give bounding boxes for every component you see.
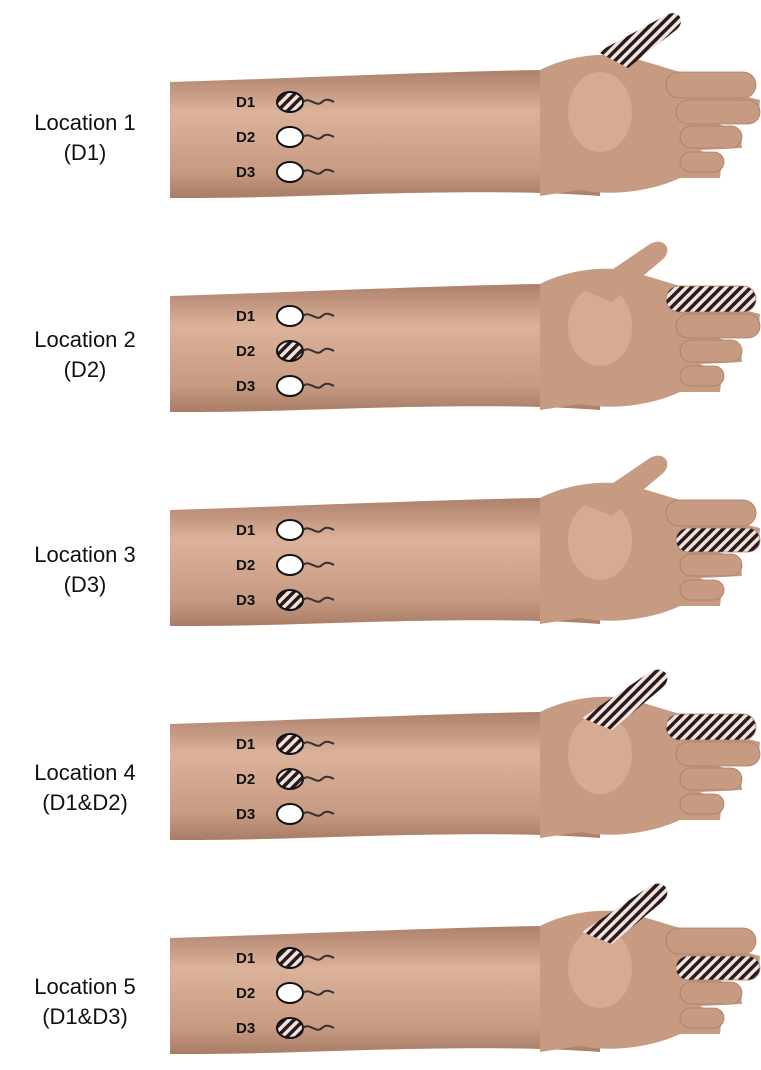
electrode-label: D3 [236, 592, 255, 609]
finger-ring [680, 982, 742, 1004]
electrode-pad [277, 1018, 303, 1038]
electrode-pad [277, 520, 303, 540]
forearm [170, 66, 600, 198]
electrode-pad [277, 306, 303, 326]
thenar-eminence [568, 928, 632, 1008]
electrode-label: D1 [236, 308, 255, 325]
forearm [170, 280, 600, 412]
finger-little [680, 152, 724, 172]
thenar-eminence [568, 714, 632, 794]
finger-middle [676, 742, 760, 766]
electrode-label: D1 [236, 736, 255, 753]
electrode-pad [277, 127, 303, 147]
finger-little [680, 1008, 724, 1028]
finger-middle [676, 100, 760, 124]
electrode-label: D3 [236, 806, 255, 823]
finger-ring [680, 340, 742, 362]
finger-middle [676, 314, 760, 338]
electrode-label: D1 [236, 522, 255, 539]
electrode-label: D2 [236, 557, 255, 574]
electrode-pad [277, 92, 303, 112]
location-panel-3: Location 3(D3)D1D2D3 [0, 428, 761, 642]
thenar-eminence [568, 286, 632, 366]
finger-little [680, 366, 724, 386]
finger-middle [676, 956, 760, 980]
electrode-pad [277, 590, 303, 610]
finger-ring [680, 126, 742, 148]
electrode-label: D2 [236, 129, 255, 146]
electrode-label: D3 [236, 164, 255, 181]
finger-index [666, 714, 756, 740]
electrode-label: D1 [236, 950, 255, 967]
electrode-label: D3 [236, 1020, 255, 1037]
electrode-pad [277, 341, 303, 361]
electrode-label: D3 [236, 378, 255, 395]
electrode-label: D2 [236, 771, 255, 788]
forearm [170, 922, 600, 1054]
electrode-pad [277, 983, 303, 1003]
electrode-pad [277, 162, 303, 182]
thenar-eminence [568, 500, 632, 580]
thenar-eminence [568, 72, 632, 152]
electrode-label: D2 [236, 343, 255, 360]
finger-middle [676, 528, 760, 552]
finger-index [666, 72, 756, 98]
finger-little [680, 794, 724, 814]
forearm [170, 708, 600, 840]
electrode-pad [277, 769, 303, 789]
finger-little [680, 580, 724, 600]
electrode-pad [277, 376, 303, 396]
electrode-pad [277, 734, 303, 754]
electrode-label: D2 [236, 985, 255, 1002]
forearm [170, 494, 600, 626]
electrode-pad [277, 948, 303, 968]
finger-index [666, 286, 756, 312]
arm-illustration: D1D2D3 [0, 0, 761, 214]
electrode-pad [277, 804, 303, 824]
electrode-pad [277, 555, 303, 575]
finger-ring [680, 768, 742, 790]
finger-index [666, 928, 756, 954]
finger-index [666, 500, 756, 526]
finger-ring [680, 554, 742, 576]
electrode-label: D1 [236, 94, 255, 111]
